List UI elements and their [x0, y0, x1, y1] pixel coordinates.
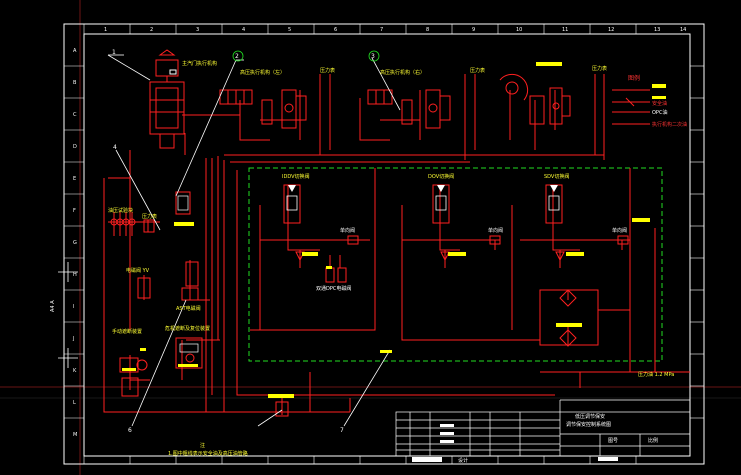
legend-highlight: [652, 84, 666, 88]
pipe-network: [103, 74, 690, 415]
label-opc-solenoid: 双通DPC电磁阀: [316, 285, 351, 292]
grid-row-label: A: [73, 48, 77, 54]
label-pressure-3: 压力表: [592, 65, 607, 72]
control-block-boundary: [248, 167, 663, 362]
lp-actuator: [499, 73, 571, 125]
label-main-valve: 主汽门执行机构: [182, 60, 217, 67]
component-labels: 主汽门执行机构 高压执行机构（左） 高压执行机构（右） 压力表 压力表 压力表 …: [108, 60, 674, 457]
legend-highlight: [652, 96, 666, 99]
note-text: 1.图中粗线表示安全油及高压油管路: [168, 450, 248, 457]
dov-valve: [432, 184, 450, 224]
label-dov: DOV切换阀: [428, 173, 454, 180]
sheet-frame: [63, 23, 705, 465]
cursor-crosshair-icon: [58, 262, 78, 368]
grid-row-label: M: [73, 432, 77, 438]
callout-7: 7: [340, 427, 344, 434]
grid-row-label: I: [73, 304, 74, 310]
oil-test-block: [110, 218, 155, 233]
grid-row-label: C: [73, 112, 77, 118]
filter-icon: [559, 289, 577, 347]
label-iddv: IDDV切换阀: [282, 173, 310, 180]
label-ast: AST电磁阀: [176, 305, 201, 312]
callout-3: 3: [371, 53, 375, 60]
grid-col-label: 2: [150, 27, 153, 33]
grid-left-labels: A B C D E F G H I J K L M: [72, 48, 77, 438]
callout-2: 2: [235, 53, 239, 60]
grid-col-label: 11: [562, 27, 568, 33]
manual-trip-device: [119, 357, 148, 397]
legend: 图例 安全油 OPC油 执行机构二次油: [612, 74, 687, 128]
callout-1: 1: [112, 49, 116, 56]
grid-row-label: D: [73, 144, 77, 150]
label-solenoid: 电磁阀 YV: [126, 267, 150, 274]
label-pressure-out: 压力油 1.2 MPa: [638, 371, 674, 378]
title-name-2: 调节保安控制系统图: [566, 421, 611, 428]
opc-solenoid-valves: [325, 267, 347, 283]
hp-actuator-left: [219, 89, 307, 129]
sdv-valve: [545, 184, 563, 224]
legend-item-secondary-oil: 执行机构二次油: [652, 121, 687, 128]
callout-4: 4: [113, 144, 117, 151]
legend-item-opc-oil: OPC油: [652, 109, 667, 116]
label-manual-trip: 手动遮断装置: [112, 328, 142, 335]
title-name-1: 低压调节保安: [575, 413, 605, 420]
label-pressure-2: 压力表: [470, 67, 485, 74]
bottom-valve: [275, 401, 289, 417]
grid-col-label: 7: [380, 27, 383, 33]
label-check-2: 单向阀: [488, 227, 503, 234]
callout-leaders: [107, 54, 401, 427]
grid-row-label: E: [73, 176, 76, 182]
label-sdv: SDV切换阀: [544, 173, 569, 180]
grid-row-label: K: [73, 368, 77, 374]
label-check-1: 单向阀: [340, 227, 355, 234]
callout-6: 6: [128, 427, 132, 434]
solenoid-block: [137, 191, 199, 301]
grid-col-label: 12: [608, 27, 614, 33]
grid-col-label: 1: [104, 27, 107, 33]
title-block: [395, 399, 691, 462]
grid-col-label: 9: [472, 27, 475, 33]
iddv-valve: [283, 184, 301, 224]
grid-row-label: J: [72, 336, 74, 342]
title-scale: 比例: [648, 437, 658, 444]
label-check-3: 单向阀: [612, 227, 627, 234]
main-valve-actuator: [149, 49, 185, 149]
grid-col-label: 3: [196, 27, 199, 33]
label-emergency-trip: 危机遮断及复位装置: [165, 325, 210, 332]
title-sheet: 图号: [608, 438, 618, 444]
grid-row-label: G: [73, 240, 77, 246]
label-pressure-1: 压力表: [320, 67, 335, 74]
legend-title: 图例: [628, 74, 640, 82]
grid-col-label: 10: [516, 27, 522, 33]
grid-row-label: F: [73, 208, 76, 214]
label-oil-test: 油压试验块: [108, 207, 133, 214]
grid-row-label: H: [73, 272, 77, 278]
grid-col-label: 4: [242, 27, 245, 33]
legend-item-safety-oil: 安全油: [652, 100, 667, 107]
grid-top-labels: 1 2 3 4 5 6 7 8 9 10 11 12 13 14: [104, 27, 686, 33]
grid-row-label: B: [73, 80, 77, 86]
highlight-tags: [122, 62, 650, 398]
callout-numbers: 1 2 3 4 5 6 6 7: [112, 49, 380, 434]
grid-col-label: 8: [426, 27, 429, 33]
grid-row-label: L: [73, 400, 76, 406]
emergency-trip-device: [175, 337, 203, 369]
grid-col-label: 5: [288, 27, 291, 33]
grid-col-label: 13: [654, 27, 660, 33]
grid-col-label: 6: [334, 27, 337, 33]
label-hp-right: 高压执行机构（右）: [380, 69, 425, 76]
label-hp-left: 高压执行机构（左）: [240, 69, 285, 76]
hp-actuator-right: [367, 89, 451, 129]
label-pressure-4: 压力表: [142, 213, 157, 220]
note-title: 注: [200, 442, 205, 449]
edge-label: A4 A: [50, 300, 56, 312]
title-footer: 设计: [458, 457, 468, 464]
title-block-text: 低压调节保安 调节保安控制系统图 图号 比例 设计: [458, 413, 658, 464]
grid-col-label: 14: [680, 27, 686, 33]
